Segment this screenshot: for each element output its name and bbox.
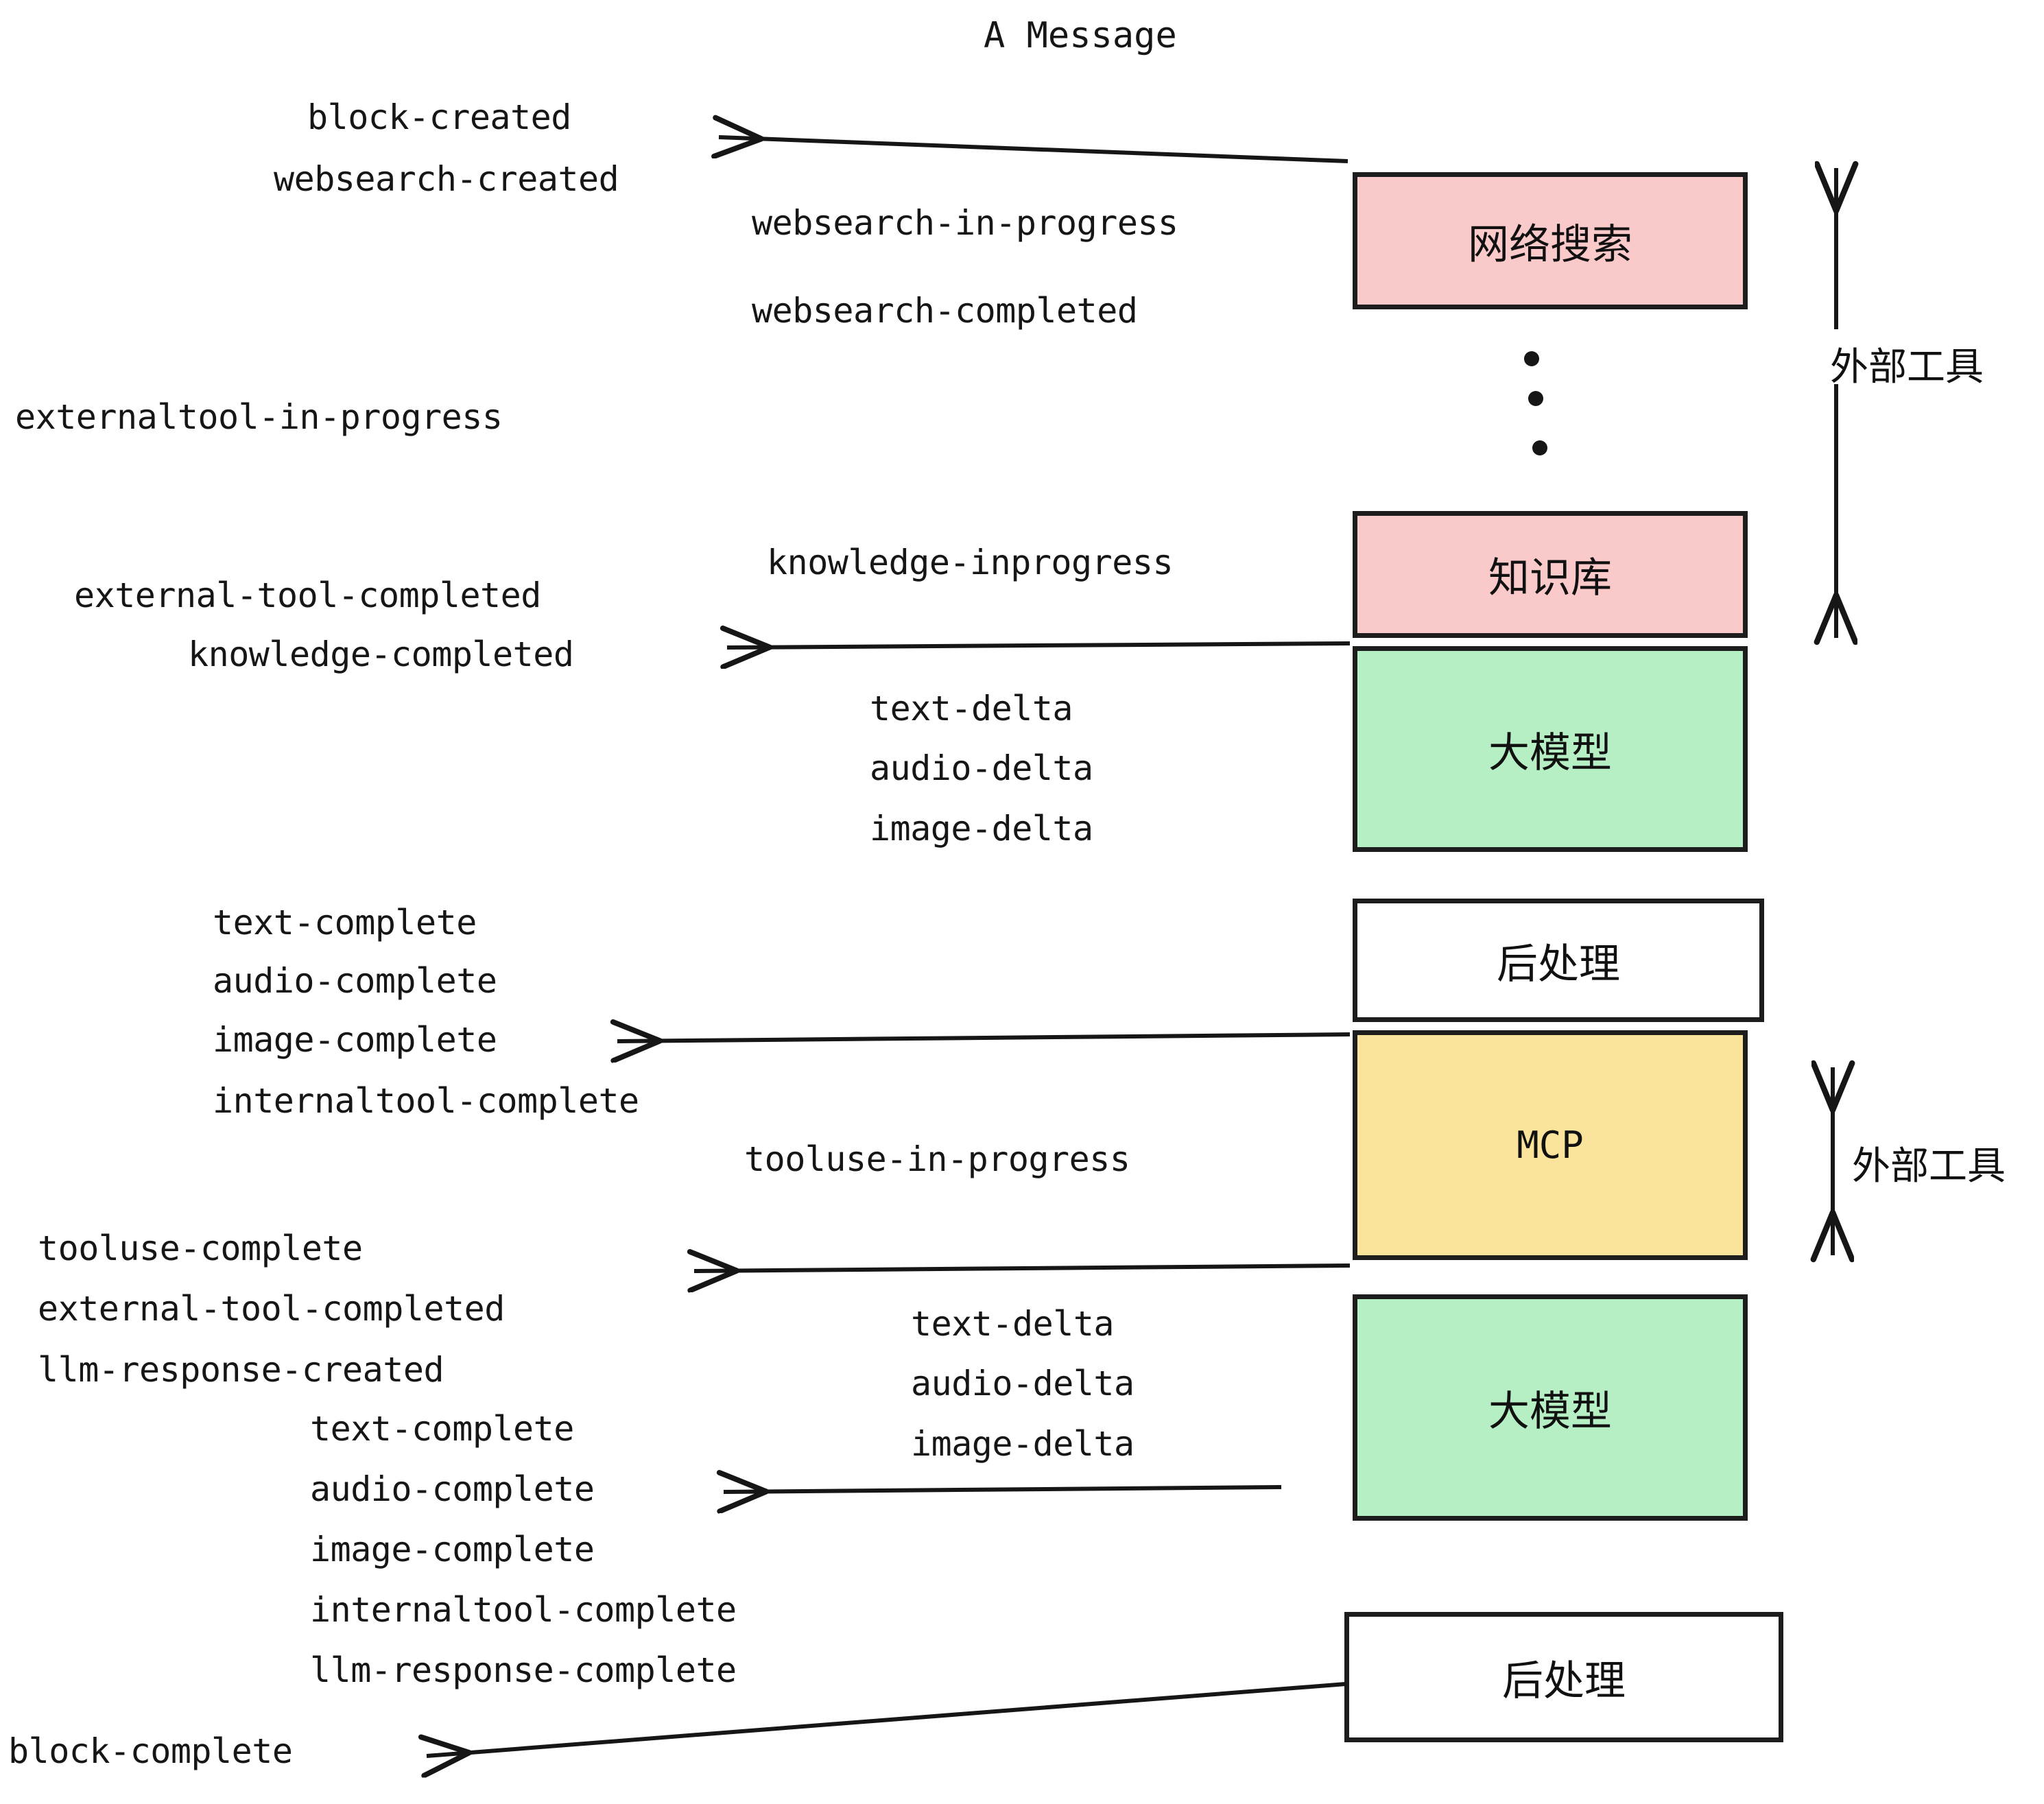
diagram-title: A Message <box>984 15 1177 56</box>
process-box-label: MCP <box>1517 1124 1584 1167</box>
event-label-text-complete-2: text-complete <box>310 1409 574 1449</box>
arrow-audio-complete <box>724 1487 1282 1492</box>
event-label-text-delta-1: text-delta <box>870 689 1073 728</box>
process-box-websearch[interactable]: 网络搜索 <box>1353 172 1748 309</box>
process-box-label: 大模型 <box>1488 728 1612 777</box>
ellipsis-dot-3 <box>1532 440 1547 455</box>
event-label-audio-complete-2: audio-complete <box>310 1469 595 1509</box>
event-label-block-complete: block-complete <box>8 1731 293 1771</box>
event-label-externaltool-in-progress: externaltool-in-progress <box>15 397 503 437</box>
arrow-knowledge-completed <box>727 643 1351 648</box>
event-label-tooluse-in-progress: tooluse-in-progress <box>744 1139 1130 1179</box>
event-label-external-tool-completed-1: external-tool-completed <box>74 575 541 615</box>
event-label-image-delta-2: image-delta <box>911 1424 1134 1464</box>
event-label-knowledge-inprogress: knowledge-inprogress <box>767 543 1174 582</box>
process-box-postprocess-2[interactable]: 后处理 <box>1344 1612 1783 1742</box>
process-box-knowledge[interactable]: 知识库 <box>1353 511 1748 638</box>
event-label-websearch-in-progress: websearch-in-progress <box>752 203 1178 243</box>
event-label-audio-complete-1: audio-complete <box>213 961 497 1001</box>
event-label-llm-response-created: llm-response-created <box>38 1350 444 1390</box>
arrow-block-complete <box>427 1682 1346 1756</box>
event-label-audio-delta-1: audio-delta <box>870 748 1093 788</box>
event-label-llm-response-complete: llm-response-complete <box>310 1650 737 1690</box>
event-label-internaltool-complete-1: internaltool-complete <box>213 1081 639 1121</box>
event-label-external-tool-completed-2: external-tool-completed <box>38 1289 505 1329</box>
process-box-label: 网络搜索 <box>1468 220 1632 269</box>
event-label-text-complete-1: text-complete <box>213 903 477 942</box>
process-box-llm-2[interactable]: 大模型 <box>1353 1294 1748 1521</box>
event-label-text-delta-2: text-delta <box>911 1304 1115 1344</box>
event-label-knowledge-completed: knowledge-completed <box>188 634 574 674</box>
event-label-websearch-completed: websearch-completed <box>752 291 1138 331</box>
event-label-websearch-created: websearch-created <box>274 159 619 199</box>
event-label-tooluse-complete: tooluse-complete <box>38 1229 363 1268</box>
event-label-block-created: block-created <box>307 97 571 137</box>
ellipsis-dot-1 <box>1524 351 1539 366</box>
process-box-mcp[interactable]: MCP <box>1353 1030 1748 1260</box>
event-label-image-complete-1: image-complete <box>213 1020 497 1060</box>
process-box-label: 后处理 <box>1502 1657 1626 1705</box>
process-box-label: 后处理 <box>1497 940 1620 988</box>
process-box-label: 知识库 <box>1488 554 1612 602</box>
arrow-block-created <box>719 137 1348 163</box>
arrow-image-complete <box>617 1034 1351 1041</box>
ellipsis-dot-2 <box>1528 391 1543 406</box>
side-annotation-external-tool-top: 外部工具 <box>1830 345 1984 390</box>
side-annotation-external-tool-bottom: 外部工具 <box>1852 1144 2006 1189</box>
event-label-internaltool-complete-2: internaltool-complete <box>310 1590 737 1630</box>
event-label-image-complete-2: image-complete <box>310 1530 595 1569</box>
process-box-llm-1[interactable]: 大模型 <box>1353 646 1748 852</box>
event-label-audio-delta-2: audio-delta <box>911 1364 1134 1403</box>
process-box-postprocess-1[interactable]: 后处理 <box>1353 899 1764 1022</box>
arrow-tooluse-complete <box>694 1266 1351 1271</box>
process-box-label: 大模型 <box>1488 1387 1612 1436</box>
event-label-image-delta-1: image-delta <box>870 809 1093 848</box>
